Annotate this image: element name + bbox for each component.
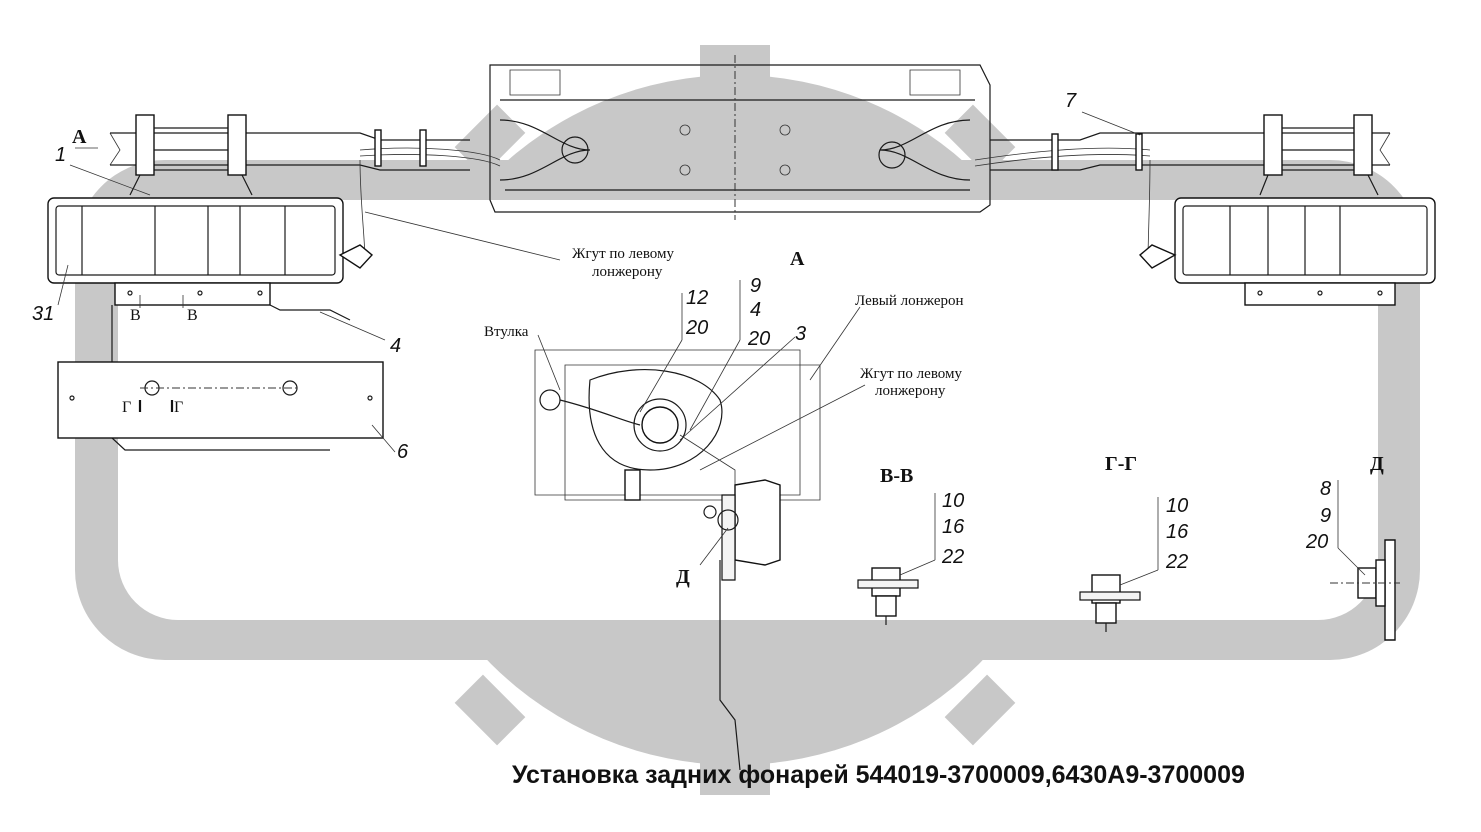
chassis-frame bbox=[109, 55, 1391, 261]
callout-vv-22: 22 bbox=[941, 546, 964, 568]
view-d-detail bbox=[1330, 539, 1400, 641]
bushing-note: Втулка bbox=[484, 324, 529, 340]
cut-v-right: В bbox=[187, 307, 198, 324]
harness-note-2-line1: Жгут по левому bbox=[860, 366, 963, 382]
view-a-label: А bbox=[790, 248, 805, 270]
callout-31: 31 bbox=[32, 303, 54, 325]
left-spar-note: Левый лонжерон bbox=[855, 293, 964, 309]
harness-note-1-line2: лонжерону bbox=[592, 264, 663, 280]
callout-9: 9 bbox=[750, 275, 761, 297]
view-a-detail bbox=[534, 349, 821, 771]
callout-gg-16: 16 bbox=[1166, 521, 1189, 543]
harness-note-2-line2: лонжерону bbox=[875, 383, 946, 399]
labels: А А В-В Г-Г Д Д В В Г Г Жгут по левому л… bbox=[32, 90, 1384, 789]
cut-v-left: В bbox=[130, 307, 141, 324]
callout-d-9: 9 bbox=[1320, 505, 1331, 527]
cut-g-left: Г bbox=[122, 399, 131, 416]
harness-note-1-line1: Жгут по левому bbox=[572, 246, 675, 262]
section-gg-detail bbox=[1079, 574, 1141, 632]
right-rear-lamp bbox=[1138, 197, 1436, 306]
callout-gg-10: 10 bbox=[1166, 495, 1188, 517]
section-vv-detail bbox=[857, 567, 919, 625]
callout-3: 3 bbox=[795, 323, 806, 345]
left-rear-lamp bbox=[47, 197, 374, 451]
section-gg-label: Г-Г bbox=[1105, 453, 1137, 475]
callout-4b: 4 bbox=[750, 299, 761, 321]
section-vv-label: В-В bbox=[880, 465, 913, 487]
callout-6: 6 bbox=[397, 441, 409, 463]
leader-lines bbox=[57, 111, 1366, 586]
view-d-ref-label: Д bbox=[676, 566, 690, 588]
callout-20a: 20 bbox=[685, 317, 708, 339]
callout-gg-22: 22 bbox=[1165, 551, 1188, 573]
callout-d-8: 8 bbox=[1320, 478, 1331, 500]
view-d-label: Д bbox=[1370, 453, 1384, 475]
cut-g-right: Г bbox=[174, 399, 183, 416]
callout-vv-10: 10 bbox=[942, 490, 964, 512]
callout-1: 1 bbox=[55, 144, 66, 166]
callout-7: 7 bbox=[1065, 90, 1077, 112]
callout-20b: 20 bbox=[747, 328, 770, 350]
callout-4: 4 bbox=[390, 335, 401, 357]
view-a-arrow-label: А bbox=[72, 126, 87, 148]
plate-bracket bbox=[57, 361, 384, 439]
callout-vv-16: 16 bbox=[942, 516, 965, 538]
callout-12: 12 bbox=[686, 287, 708, 309]
callout-d-20: 20 bbox=[1305, 531, 1328, 553]
drawing-title: Установка задних фонарей 544019-3700009,… bbox=[512, 761, 1245, 789]
